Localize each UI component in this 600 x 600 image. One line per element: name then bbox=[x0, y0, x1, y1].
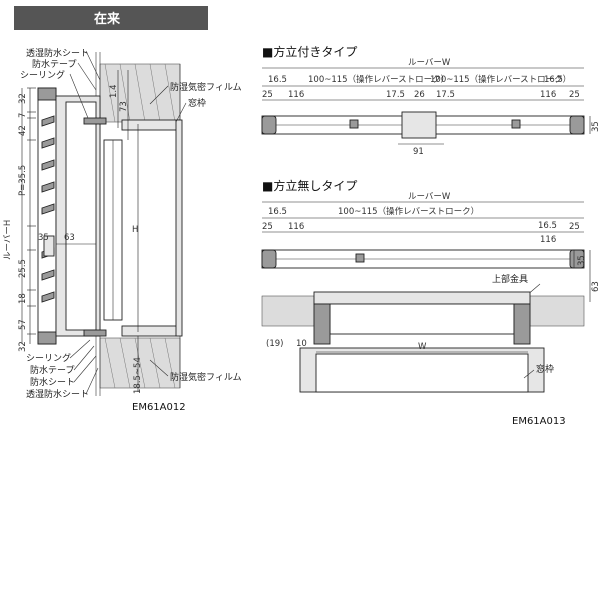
top-flashing bbox=[83, 117, 107, 125]
nf-sash bbox=[329, 303, 515, 335]
window-frame-top bbox=[121, 119, 181, 131]
dim-1-4: 1.4 bbox=[109, 84, 119, 98]
nf-19: (19) bbox=[266, 339, 283, 349]
dim-25-5: 25.5 bbox=[18, 259, 28, 278]
nf-wall-left bbox=[261, 295, 315, 327]
nf-upper-fitting: 上部金具 bbox=[492, 273, 528, 285]
code-left: EM61A012 bbox=[132, 402, 186, 413]
nf-116-r: 116 bbox=[540, 235, 556, 245]
wf-lever-a bbox=[349, 119, 359, 129]
dim-pitch: P=35.5 bbox=[18, 165, 28, 196]
nf-fitting-right bbox=[513, 303, 531, 345]
label-window-frame-left: 窓枠 bbox=[188, 97, 206, 109]
left-section-view: H ルーバーH 32 7 42 P=35.5 35 25.5 18 57 32 … bbox=[3, 47, 242, 413]
nf-window-frame-leader bbox=[523, 369, 535, 379]
bottom-flashing bbox=[83, 329, 107, 337]
without-frame-title: ■方立無しタイプ bbox=[262, 178, 357, 193]
with-frame-title: ■方立付きタイプ bbox=[262, 44, 357, 59]
louver-outer-frame bbox=[37, 87, 57, 345]
nf-35: 35 bbox=[577, 255, 587, 266]
nf-10: 10 bbox=[296, 339, 307, 349]
wf-25-r: 25 bbox=[569, 90, 580, 100]
dim-35-left: 35 bbox=[38, 233, 49, 243]
wf-35: 35 bbox=[591, 121, 600, 132]
operating-lever bbox=[43, 235, 55, 257]
left-dimension-ladder bbox=[27, 87, 36, 344]
wf-26: 26 bbox=[414, 90, 425, 100]
dim-7: 7 bbox=[18, 113, 28, 118]
code-right: EM61A013 bbox=[512, 416, 566, 427]
louver-blades bbox=[41, 115, 55, 303]
label-waterproof-sheet-bottom: 防水シート bbox=[30, 376, 75, 388]
nf-lever bbox=[355, 253, 365, 263]
nf-25-l: 25 bbox=[262, 222, 273, 232]
dim-18-5-54: 18.5~54 bbox=[133, 357, 143, 394]
wf-louver-w: ルーバーW bbox=[408, 58, 451, 68]
dim-73: 73 bbox=[119, 101, 129, 112]
nf-16-5-l: 16.5 bbox=[268, 207, 287, 217]
wf-16-5-r: 16.5 bbox=[544, 75, 563, 85]
header-tag: 在来 bbox=[94, 11, 121, 27]
label-vapor-sheet-top: 透湿防水シート bbox=[26, 47, 89, 59]
frame-cavity bbox=[65, 101, 97, 331]
wf-lever-b bbox=[511, 119, 521, 129]
nf-wall-right bbox=[529, 295, 585, 327]
label-vapor-barrier-bottom: 防湿気密フィルム bbox=[170, 371, 242, 383]
wf-116: 116 bbox=[288, 90, 304, 100]
dim-18: 18 bbox=[18, 293, 28, 304]
wf-right-end bbox=[569, 115, 585, 135]
label-sealing-bottom: シーリング bbox=[26, 352, 71, 364]
without-frame-view: ■方立無しタイプ ルーバーW 16.5 100~115（操作レバーストローク） … bbox=[261, 178, 600, 427]
nf-16-5-r: 16.5 bbox=[538, 221, 557, 231]
dim-32-bottom: 32 bbox=[18, 341, 28, 352]
with-frame-view: ■方立付きタイプ ルーバーW 16.5 100~115（操作レバーストローク） … bbox=[261, 44, 600, 157]
leaders-top bbox=[69, 50, 187, 123]
label-waterproof-tape-bottom: 防水テープ bbox=[30, 364, 74, 376]
wf-17-5-a: 17.5 bbox=[386, 90, 405, 100]
header-tag-bar bbox=[14, 6, 208, 30]
nf-fitting-left bbox=[313, 303, 331, 345]
nf-63: 63 bbox=[591, 281, 600, 292]
nf-116-l: 116 bbox=[288, 222, 304, 232]
wf-stroke-b: 100~115（操作レバーストローク） bbox=[430, 74, 571, 85]
nf-top-rail bbox=[313, 291, 531, 305]
label-vapor-barrier-top: 防湿気密フィルム bbox=[170, 81, 242, 93]
nf-w: W bbox=[418, 342, 427, 352]
wf-stroke-a: 100~115（操作レバーストローク） bbox=[308, 74, 449, 85]
louver-h-label: ルーバーH bbox=[3, 220, 13, 260]
label-vapor-sheet-bottom: 透湿防水シート bbox=[26, 388, 89, 400]
wf-91: 91 bbox=[413, 147, 424, 157]
dim-63-left: 63 bbox=[64, 233, 75, 243]
wf-mullion bbox=[401, 111, 437, 139]
louver-top-cap bbox=[37, 87, 57, 101]
label-waterproof-tape-top: 防水テープ bbox=[32, 58, 76, 70]
dim-42: 42 bbox=[18, 125, 28, 136]
wf-16-5-l: 16.5 bbox=[268, 75, 287, 85]
nf-25-r: 25 bbox=[569, 222, 580, 232]
nf-window-opening bbox=[315, 353, 529, 393]
nf-window-frame-label: 窓枠 bbox=[536, 363, 554, 375]
dim-32-top: 32 bbox=[18, 93, 28, 104]
label-sealing-top: シーリング bbox=[20, 69, 65, 81]
wf-25-l: 25 bbox=[262, 90, 273, 100]
wf-left-end bbox=[261, 115, 277, 135]
nf-louver-w: ルーバーW bbox=[408, 192, 451, 202]
wf-116-r: 116 bbox=[540, 90, 556, 100]
louver-bottom-cap bbox=[37, 331, 57, 345]
h-dim: H bbox=[132, 225, 138, 235]
window-frame-bottom bbox=[121, 325, 181, 337]
nf-stroke: 100~115（操作レバーストローク） bbox=[338, 206, 479, 217]
window-frame-side bbox=[175, 119, 183, 337]
dim-57: 57 bbox=[18, 319, 28, 330]
nf-left-end bbox=[261, 249, 277, 269]
wf-17-5-b: 17.5 bbox=[436, 90, 455, 100]
leaders-bottom bbox=[69, 339, 169, 395]
